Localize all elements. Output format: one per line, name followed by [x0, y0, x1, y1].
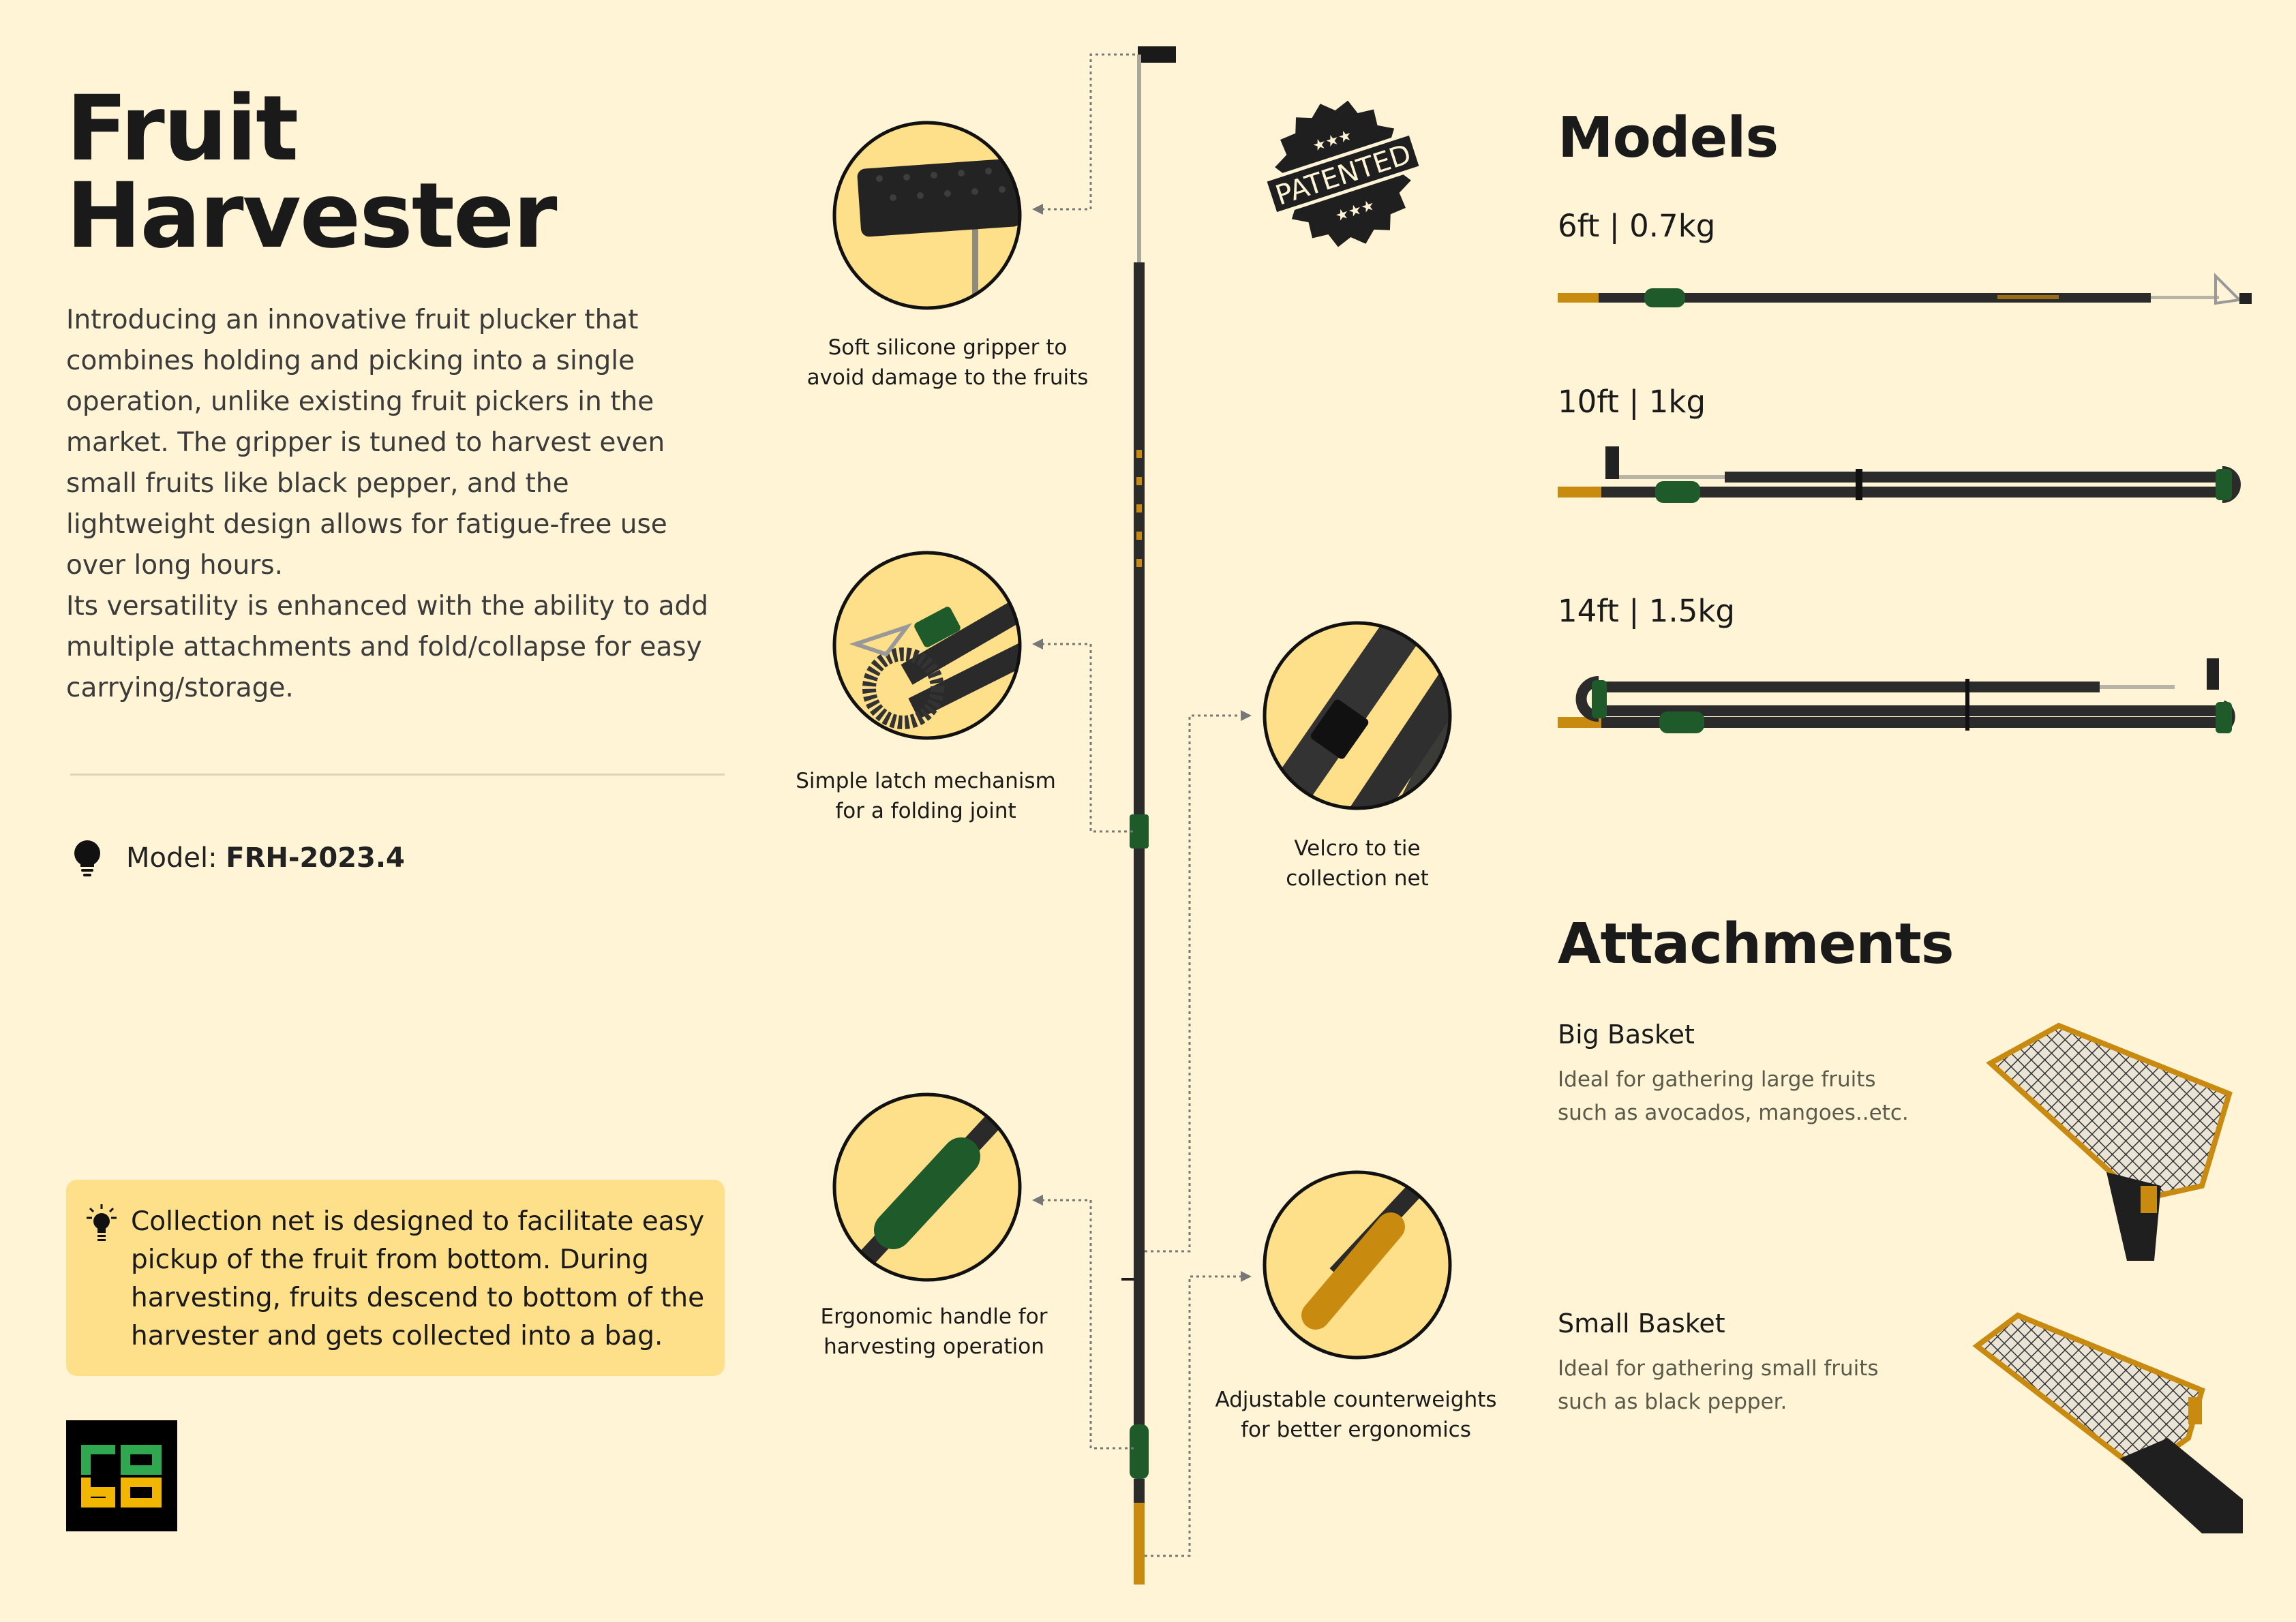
pole-handle: [1130, 1424, 1149, 1479]
caption-line: Adjustable counterweights: [1215, 1388, 1497, 1412]
attachment-desc-small-basket: Ideal for gathering small fruits such as…: [1558, 1352, 1939, 1419]
patented-badge: PATENTED ★★★ ★★★: [1263, 100, 1423, 247]
caption-line: Velcro to tie: [1294, 836, 1421, 861]
lightbulb-icon: [70, 840, 104, 883]
model-weight: 1.5kg: [1648, 593, 1735, 629]
big-basket-image: [1986, 1022, 2233, 1261]
desc-line: Ideal for gathering small fruits: [1558, 1356, 1879, 1381]
model-10ft-image: [1558, 446, 2241, 503]
handle-detail-image: [832, 1092, 1022, 1282]
pole-counterweight: [1134, 1503, 1145, 1585]
separator: |: [1629, 593, 1640, 629]
feature-caption-counterweight: Adjustable counterweights for better erg…: [1179, 1385, 1533, 1445]
caption-line: harvesting operation: [824, 1334, 1044, 1359]
divider: [70, 774, 725, 776]
robo-logo: [66, 1420, 177, 1531]
counterweight-detail-image: [1263, 1170, 1452, 1360]
model-label: Model:: [126, 842, 217, 874]
attachments-heading: Attachments: [1558, 912, 1954, 977]
intro-paragraph-1: Introducing an innovative fruit plucker …: [66, 305, 667, 581]
model-spec-6ft: 6ft | 0.7kg: [1558, 208, 1715, 244]
attachment-name-big-basket: Big Basket: [1558, 1020, 1695, 1050]
attachment-name-small-basket: Small Basket: [1558, 1309, 1725, 1338]
pole-top-rod: [1137, 55, 1141, 266]
model-weight: 0.7kg: [1629, 208, 1716, 244]
feature-caption-handle: Ergonomic handle for harvesting operatio…: [757, 1302, 1111, 1362]
callout-text: Collection net is designed to facilitate…: [131, 1206, 705, 1351]
connector-lines: [1042, 53, 1242, 1557]
models-heading: Models: [1558, 106, 1779, 170]
caption-line: Soft silicone gripper to: [828, 335, 1068, 360]
caption-line: collection net: [1286, 866, 1429, 891]
pole-gripper-head: [1138, 46, 1176, 63]
caption-line: for a folding joint: [835, 799, 1016, 823]
feature-caption-latch: Simple latch mechanism for a folding joi…: [749, 766, 1103, 826]
connector-arrows: [1032, 204, 1252, 1282]
model-length: 10ft: [1558, 384, 1619, 420]
title-line-2: Harvester: [66, 164, 558, 269]
intro-paragraph-2: Its versatility is enhanced with the abi…: [66, 591, 709, 703]
model-spec-14ft: 14ft | 1.5kg: [1558, 593, 1735, 629]
callout-box: Collection net is designed to facilitate…: [66, 1180, 725, 1376]
model-number: Model: FRH-2023.4: [126, 842, 405, 874]
model-value: FRH-2023.4: [226, 842, 405, 874]
model-spec-10ft: 10ft | 1kg: [1558, 384, 1706, 420]
model-length: 6ft: [1558, 208, 1600, 244]
caption-line: avoid damage to the fruits: [806, 365, 1089, 390]
velcro-detail-image: [1263, 621, 1452, 810]
caption-line: Ergonomic handle for: [820, 1304, 1048, 1329]
harvester-pole: [1121, 46, 1176, 1585]
model-length: 14ft: [1558, 593, 1619, 629]
caption-line: Simple latch mechanism: [796, 769, 1056, 793]
gripper-detail-image: [832, 121, 1022, 310]
title-line-1: Fruit: [66, 76, 299, 181]
pole-latch-joint: [1130, 814, 1149, 848]
separator: |: [1629, 384, 1640, 420]
small-basket-image: [1972, 1312, 2243, 1533]
page-title: Fruit Harvester: [66, 76, 558, 269]
feature-caption-gripper: Soft silicone gripper to avoid damage to…: [770, 333, 1125, 393]
lightbulb-shining-icon: [80, 1203, 123, 1249]
desc-line: such as avocados, mangoes..etc.: [1558, 1101, 1909, 1125]
desc-line: Ideal for gathering large fruits: [1558, 1067, 1876, 1092]
model-weight: 1kg: [1648, 384, 1706, 420]
desc-line: such as black pepper.: [1558, 1390, 1787, 1414]
model-6ft-image: [1558, 273, 2252, 307]
caption-line: for better ergonomics: [1241, 1418, 1471, 1442]
model-14ft-image: [1558, 658, 2235, 733]
attachment-desc-big-basket: Ideal for gathering large fruits such as…: [1558, 1063, 1939, 1130]
pole-brand-text: [1136, 450, 1142, 567]
latch-detail-image: [832, 551, 1022, 740]
separator: |: [1609, 208, 1620, 244]
feature-caption-velcro: Velcro to tie collection net: [1180, 833, 1535, 893]
